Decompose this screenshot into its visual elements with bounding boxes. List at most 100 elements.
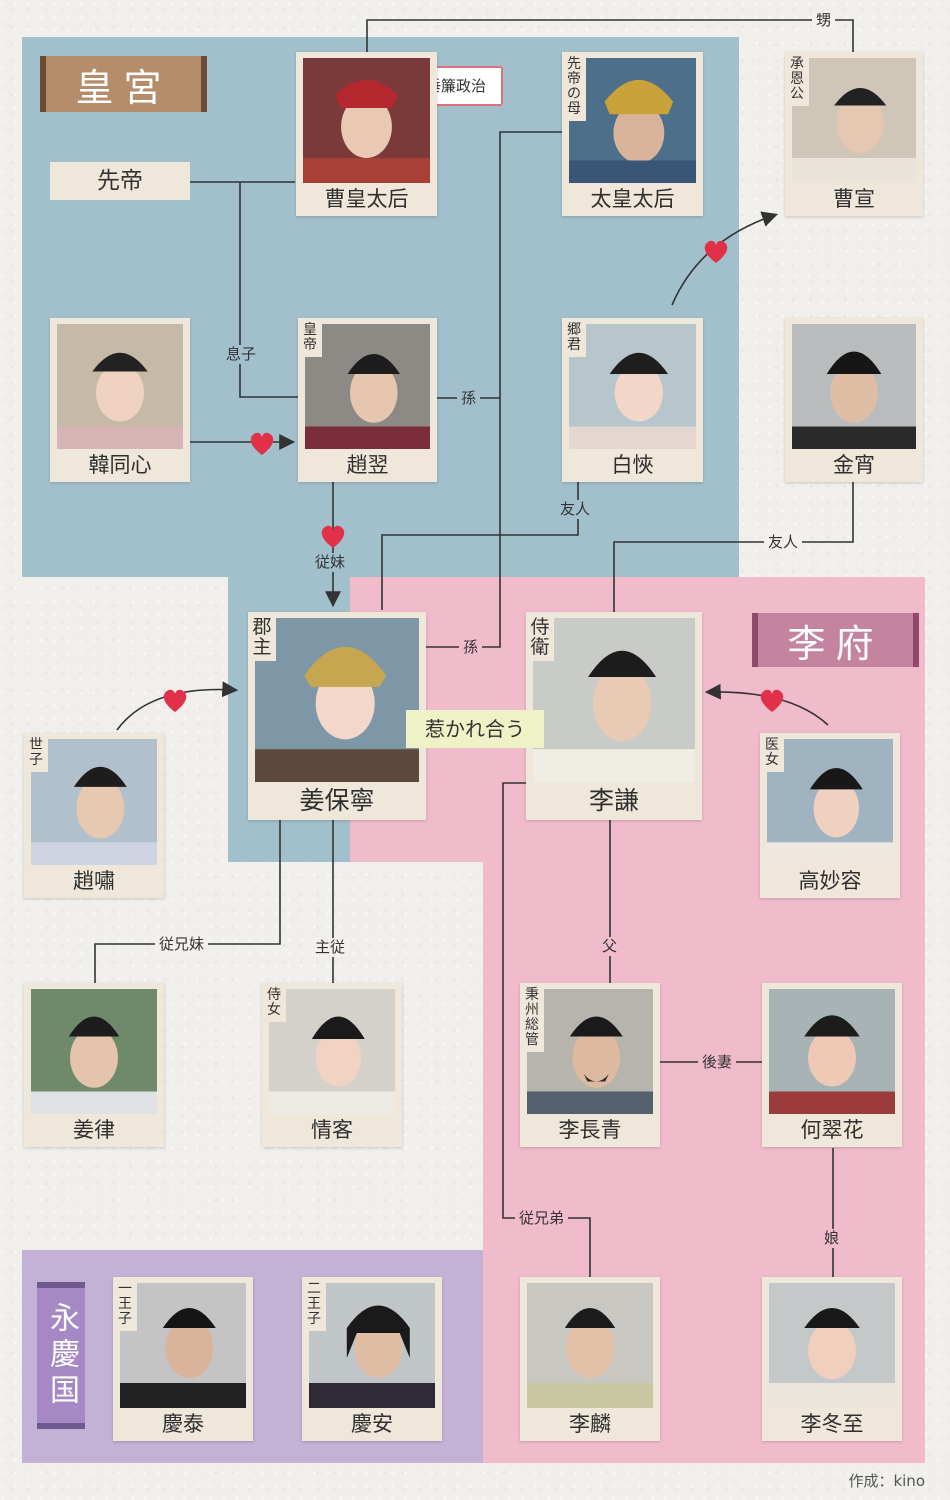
card-sentei: 先帝: [50, 162, 190, 200]
rel-label-gosai: 後妻: [698, 1053, 737, 1072]
card-name: 太皇太后: [590, 187, 675, 211]
card-ka-suika: 何翠花: [762, 983, 902, 1147]
card-name: 慶安: [351, 1412, 393, 1436]
card-name: 高妙容: [798, 869, 862, 893]
section-label-koukyu: 皇宮: [40, 56, 207, 112]
line-oi: [366, 19, 854, 52]
title-tag: 郡主: [248, 612, 276, 661]
section-label-eikei: 永慶国: [37, 1282, 85, 1429]
rel-label-juukeitei: 従兄弟: [515, 1209, 569, 1228]
credit-text: 作成：kino: [848, 1472, 925, 1490]
card-kou-myouyou: 医女 高妙容: [760, 733, 900, 898]
portrait-photo: [533, 618, 695, 782]
title-tag: 一王子: [113, 1277, 137, 1331]
card-ri-toushi: 李冬至: [762, 1277, 902, 1441]
card-name: 曹宣: [833, 187, 875, 211]
portrait-photo: [569, 58, 696, 183]
heart-haku-sousen: [704, 240, 728, 263]
portrait-photo: [31, 739, 157, 865]
rel-label-chichi: 父: [598, 937, 622, 956]
portrait-photo: [31, 989, 157, 1114]
card-sousen: 承恩公 曹宣: [785, 52, 923, 216]
title-tag: 医女: [760, 733, 784, 772]
section-label-rifu: 李府: [752, 613, 919, 667]
card-name: 白悏: [611, 453, 654, 477]
title-tag: 郷君: [562, 318, 586, 357]
line-taikou-mago2: [426, 398, 501, 648]
card-name: 趙嘯: [73, 869, 115, 893]
portrait-photo: [57, 324, 183, 449]
card-name: 李冬至: [800, 1412, 864, 1436]
portrait-photo: [769, 989, 895, 1114]
card-name: 韓同心: [88, 453, 152, 477]
hearts: [163, 240, 784, 712]
card-haku-kai: 郷君 白悏: [562, 318, 703, 482]
portrait-photo: [309, 1283, 435, 1408]
title-tag: 侍衛: [526, 612, 554, 661]
heart-choushou-kyou: [163, 689, 187, 712]
card-ri-choussei: 秉州総管 李長青: [520, 983, 660, 1147]
portrait-photo: [255, 618, 419, 782]
title-tag: 世子: [24, 733, 48, 772]
card-keitai: 一王子 慶泰: [113, 1277, 253, 1441]
rel-label-mago1: 孫: [457, 389, 481, 408]
card-name: 情客: [311, 1118, 353, 1142]
portrait-photo: [769, 1283, 895, 1408]
rel-label-attract: 惹かれ合う: [406, 710, 544, 748]
card-name: 慶泰: [162, 1412, 204, 1436]
rel-label-mago2: 孫: [459, 638, 483, 657]
portrait-photo: [303, 58, 430, 183]
portrait-photo: [527, 1283, 653, 1408]
rel-label-shujuu: 主従: [311, 938, 350, 957]
portrait-photo: [792, 58, 916, 183]
line-musuko: [239, 182, 298, 398]
title-tag: 皇帝: [298, 318, 322, 357]
title-tag: 承恩公: [785, 52, 809, 106]
card-jou-kaku: 侍女 情客: [262, 983, 402, 1147]
card-keian: 二王子 慶安: [302, 1277, 442, 1441]
portrait-photo: [767, 739, 893, 865]
card-ri-ken: 侍衛 李謙: [526, 612, 702, 820]
heart-kou-ri: [760, 689, 784, 712]
rel-label-yuujin1: 友人: [556, 500, 595, 519]
rel-label-juumai: 従妹: [311, 553, 350, 572]
card-name: 先帝: [97, 168, 143, 194]
title-tag: 秉州総管: [520, 983, 544, 1052]
title-tag: 二王子: [302, 1277, 326, 1331]
rel-label-juukeimai: 従兄妹: [155, 935, 209, 954]
rel-label-oi: 甥: [812, 11, 836, 30]
portrait-photo: [569, 324, 696, 449]
card-kyou-ritsu: 姜律: [24, 983, 164, 1147]
card-name: 曹皇太后: [324, 187, 409, 211]
rel-label-yuujin2: 友人: [764, 533, 803, 552]
heart-kan-chou: [250, 432, 274, 455]
portrait-photo: [269, 989, 395, 1114]
portrait-photo: [527, 989, 653, 1114]
card-name: 李謙: [588, 786, 639, 815]
portrait-photo: [305, 324, 430, 449]
line-choushou-kyou: [116, 681, 239, 731]
line-juukeitei: [502, 782, 591, 1277]
title-tag: 侍女: [262, 983, 286, 1022]
line-haku-kyou: [381, 482, 579, 610]
line-taikou-mago: [437, 131, 562, 399]
card-kan-doushin: 韓同心: [50, 318, 190, 482]
card-kyou-honei: 郡主 姜保寧: [248, 612, 426, 820]
card-sou-koutaigou: 曹皇太后: [296, 52, 437, 216]
card-ri-rin: 李麟: [520, 1277, 660, 1441]
card-chou-yoku: 皇帝 趙翌: [298, 318, 437, 482]
portrait-photo: [120, 1283, 246, 1408]
line-haku-sousen: [671, 211, 779, 306]
heart-chou-kyou: [321, 525, 345, 548]
rel-label-musume: 娘: [820, 1229, 844, 1248]
card-name: 姜保寧: [299, 786, 375, 815]
card-name: 趙翌: [346, 453, 389, 477]
portrait-photo: [792, 324, 916, 449]
card-name: 李長青: [558, 1118, 622, 1142]
line-kin-ri: [613, 482, 854, 612]
card-name: 李麟: [569, 1412, 611, 1436]
card-chou-shou: 世子 趙嘯: [24, 733, 164, 898]
card-kin-shou: 金宵: [785, 318, 923, 482]
card-taikoutaigou: 先帝の母 太皇太后: [562, 52, 703, 216]
rel-label-musuko: 息子: [222, 345, 261, 364]
